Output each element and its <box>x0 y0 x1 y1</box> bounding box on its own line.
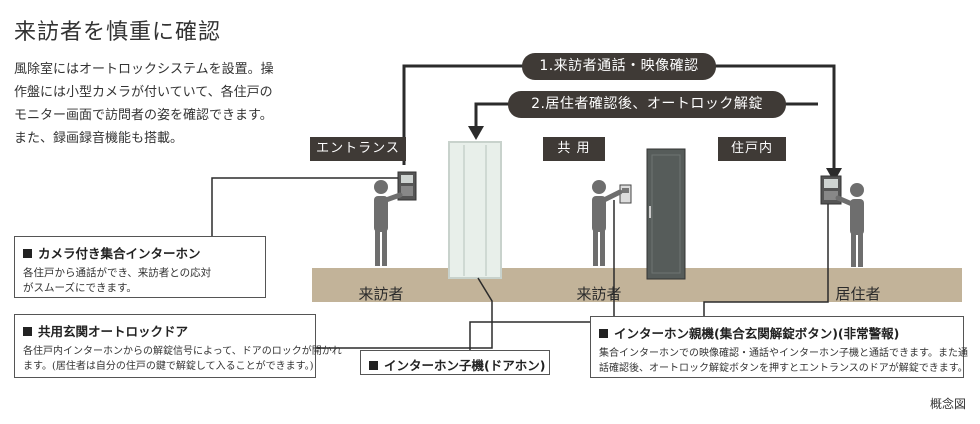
info-box-body: 集合インターホンでの映像確認・通話やインターホン子機と通話できます。また通 話確… <box>599 346 968 376</box>
description: 風除室にはオートロックシステムを設置。操 作盤には小型カメラが付いていて、各住戸… <box>14 58 306 150</box>
description-line: 作盤には小型カメラが付いていて、各住戸の <box>14 85 273 100</box>
info-box-heading: インターホン子機(ドアホン) <box>369 355 545 374</box>
info-box-heading: インターホン親機(集合玄関解錠ボタン)(非常警報) <box>599 323 955 342</box>
info-box-heading-text: インターホン親機(集合玄関解錠ボタン)(非常警報) <box>614 326 900 341</box>
page-title: 来訪者を慎重に確認 <box>14 20 222 45</box>
info-box-line: 集合インターホンでの映像確認・通話やインターホン子機と通話できます。また通 <box>599 348 968 359</box>
zone-label-common: 共 用 <box>543 137 605 161</box>
leader-master-unit <box>703 204 829 318</box>
person-label-visitor-1: 来訪者 <box>358 285 404 303</box>
visitor-figure-2 <box>592 180 623 266</box>
leader-camera-panel <box>211 177 398 236</box>
unit-front-door-icon <box>646 148 686 280</box>
info-box-line: 各住戸から通話ができ、来訪者との応対 <box>23 267 212 279</box>
info-box-line: ます。(居住者は自分の住戸の鍵で解錠して入ることができます。) <box>23 361 314 372</box>
info-box-heading-text: カメラ付き集合インターホン <box>38 246 201 261</box>
info-box-line: 各住戸内インターホンからの解錠信号によって、ドアのロックが開かれ <box>23 346 342 357</box>
info-box-camera-panel: カメラ付き集合インターホン 各住戸から通話ができ、来訪者との応対 がスムーズにで… <box>14 236 266 298</box>
visitor-figure-1 <box>374 180 403 266</box>
leader-door-phone <box>469 200 615 352</box>
zone-label-unit: 住戸内 <box>718 137 786 161</box>
bullet-square-icon <box>369 361 378 370</box>
callout-step-2: 2.居住者確認後、オートロック解錠 <box>508 91 786 118</box>
bullet-square-icon <box>23 327 32 336</box>
person-label-visitor-2: 来訪者 <box>576 285 622 303</box>
person-label-resident: 居住者 <box>835 285 881 303</box>
info-box-master-unit: インターホン親機(集合玄関解錠ボタン)(非常警報) 集合インターホンでの映像確認… <box>590 316 968 378</box>
autolock-glass-door-icon <box>448 141 502 279</box>
description-line: モニター画面で訪問者の姿を確認できます。 <box>14 108 273 123</box>
info-box-autolock-door: 共用玄関オートロックドア 各住戸内インターホンからの解錠信号によって、ドアのロッ… <box>14 314 342 378</box>
door-phone-icon <box>619 184 632 204</box>
info-box-body: 各住戸から通話ができ、来訪者との応対 がスムーズにできます。 <box>23 266 257 296</box>
bullet-square-icon <box>599 329 608 338</box>
description-line: また、録画録音機能も搭載。 <box>14 131 184 146</box>
callout-step-1: 1.来訪者通話・映像確認 <box>522 53 716 80</box>
flow-arrow-2-head <box>468 126 484 140</box>
resident-figure <box>835 183 864 267</box>
leader-autolock-door <box>316 277 493 349</box>
flow-arrow-1-head <box>826 168 842 182</box>
info-box-heading-text: 共用玄関オートロックドア <box>38 324 189 339</box>
zone-label-entrance: エントランス <box>310 137 406 161</box>
info-box-heading-text: インターホン子機(ドアホン) <box>384 358 546 373</box>
info-box-door-phone: インターホン子機(ドアホン) <box>360 350 550 375</box>
info-box-body: 各住戸内インターホンからの解錠信号によって、ドアのロックが開かれ ます。(居住者… <box>23 344 342 374</box>
info-box-heading: カメラ付き集合インターホン <box>23 243 257 262</box>
floor-band <box>312 268 962 302</box>
concept-note: 概念図 <box>929 397 966 411</box>
info-box-line: がスムーズにできます。 <box>23 282 137 294</box>
info-box-line: 話確認後、オートロック解錠ボタンを押すとエントランスのドアが解錠できます。 <box>599 363 968 374</box>
info-box-heading: 共用玄関オートロックドア <box>23 321 307 340</box>
bullet-square-icon <box>23 249 32 258</box>
description-line: 風除室にはオートロックシステムを設置。操 <box>14 62 274 77</box>
